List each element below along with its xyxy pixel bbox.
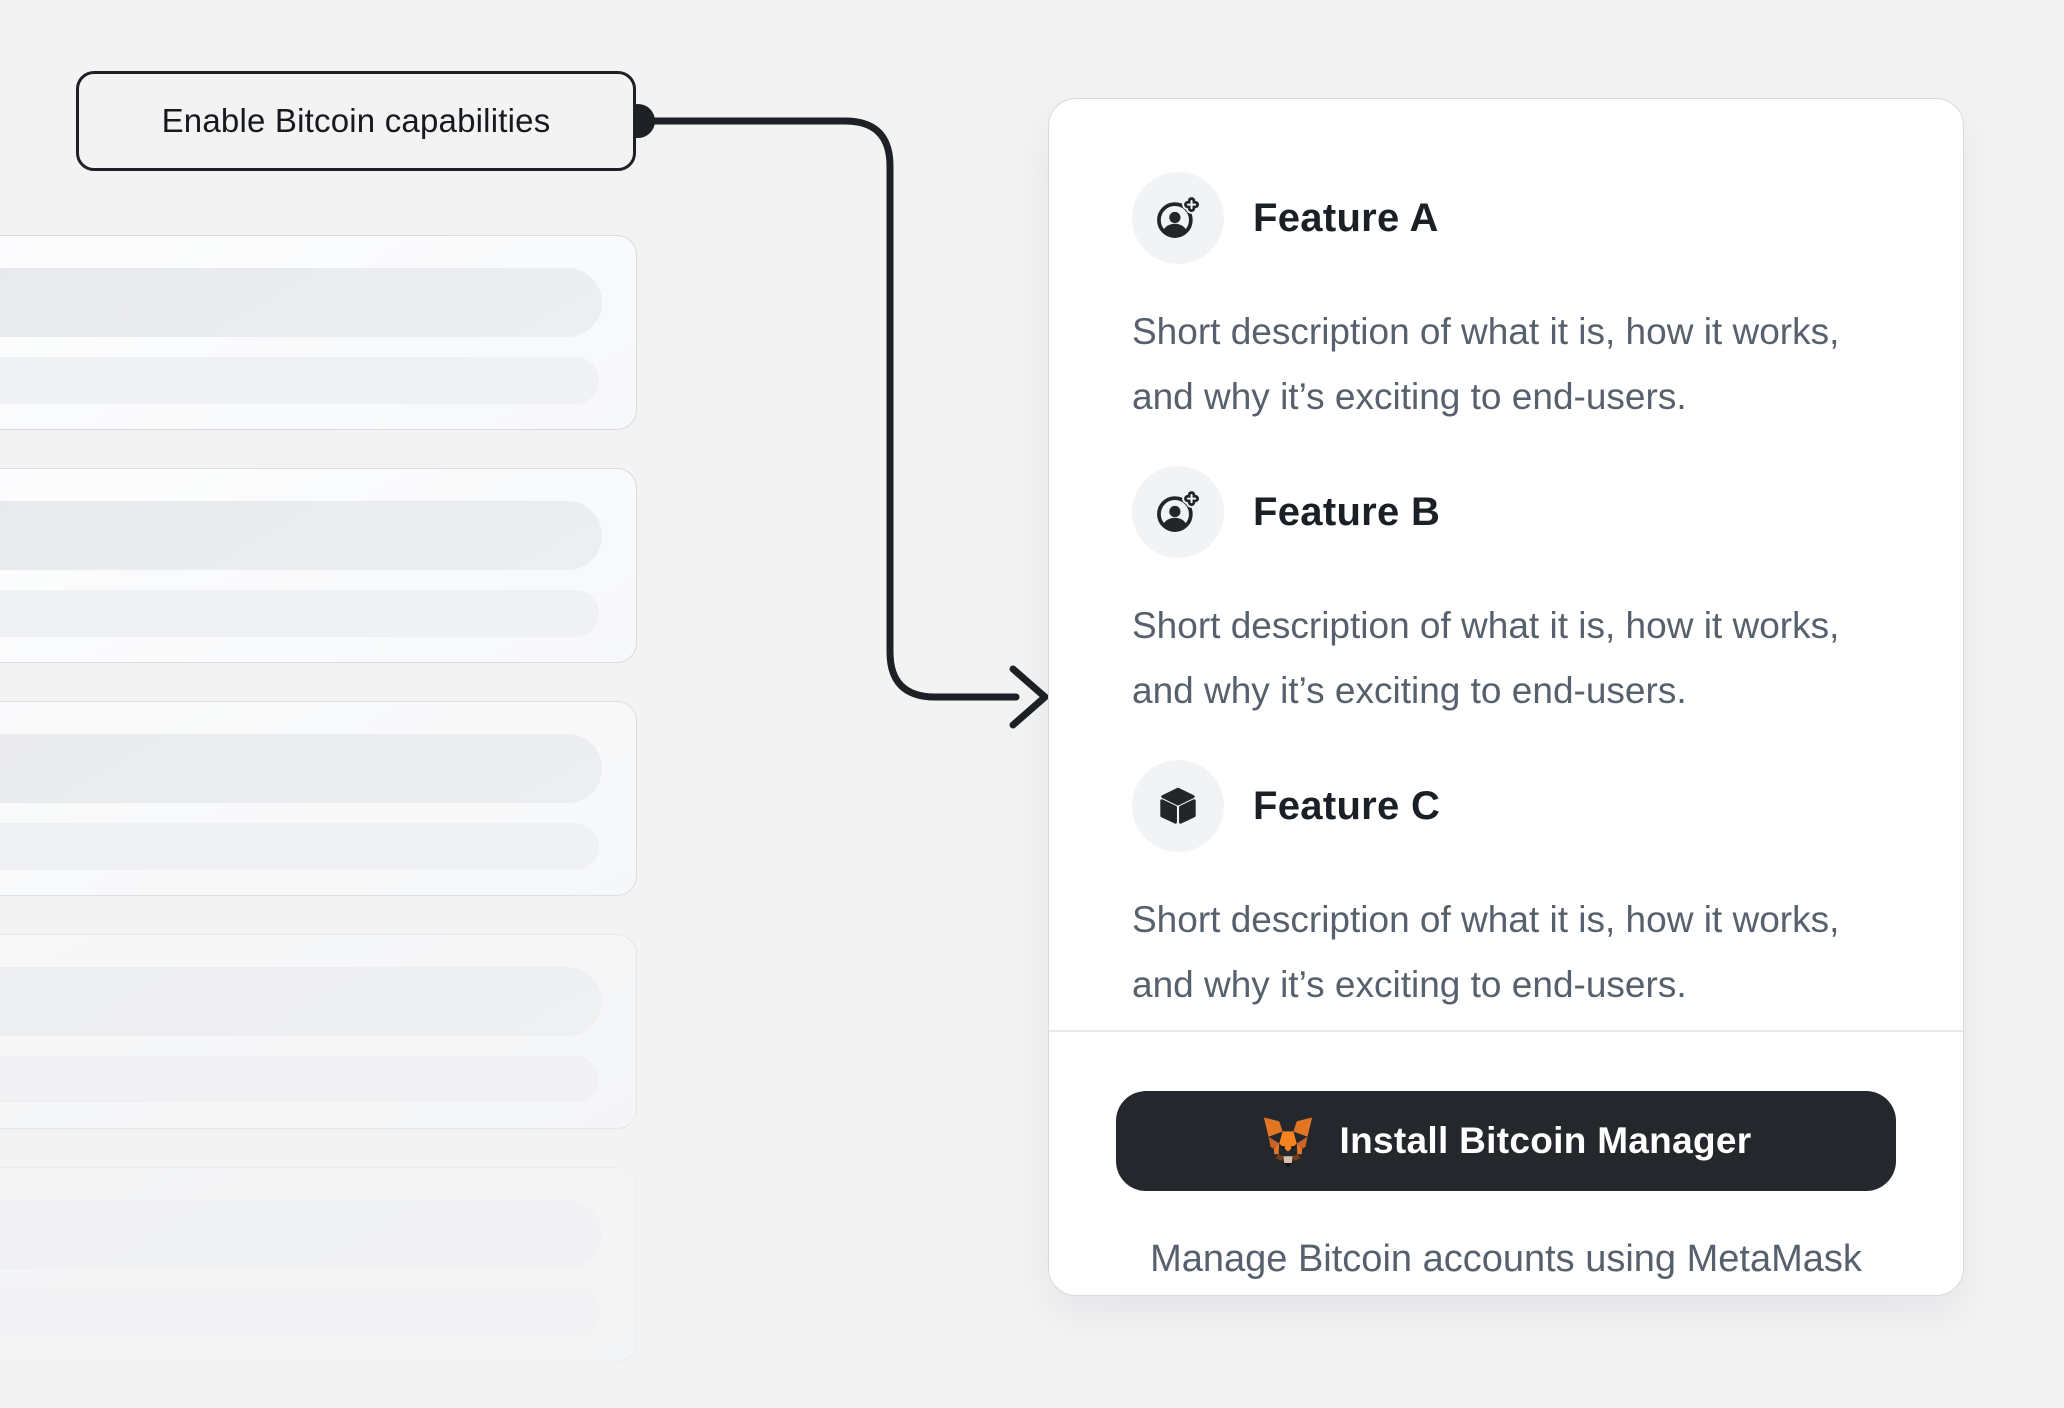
skeleton-bar — [0, 501, 602, 570]
feature-item-a: Feature A Short description of what it i… — [1132, 172, 1879, 429]
skeleton-card-list — [0, 235, 637, 1400]
annotation-label: Enable Bitcoin capabilities — [76, 71, 636, 171]
install-button-label: Install Bitcoin Manager — [1339, 1120, 1752, 1161]
feature-card-body: Feature A Short description of what it i… — [1049, 99, 1963, 1030]
feature-a-description: Short description of what it is, how it … — [1132, 311, 1840, 417]
skeleton-bar — [0, 1056, 599, 1103]
arrowhead-icon — [1009, 665, 1049, 729]
skeleton-bar — [0, 590, 599, 637]
skeleton-card — [0, 934, 637, 1129]
skeleton-bar — [0, 967, 602, 1036]
feature-b-title: Feature B — [1253, 489, 1441, 534]
feature-item-b: Feature B Short description of what it i… — [1132, 466, 1879, 723]
install-bitcoin-manager-button[interactable]: Install Bitcoin Manager — [1116, 1091, 1896, 1191]
feature-c-description: Short description of what it is, how it … — [1132, 899, 1840, 1005]
skeleton-bar — [0, 268, 602, 337]
footer-caption: Manage Bitcoin accounts using MetaMask — [1150, 1238, 1862, 1280]
feature-item-c: Feature C Short description of what it i… — [1132, 760, 1879, 1017]
feature-a-header: Feature A — [1132, 172, 1879, 264]
feature-c-title: Feature C — [1253, 783, 1441, 828]
skeleton-bar — [0, 357, 599, 404]
user-add-icon — [1132, 172, 1224, 264]
skeleton-card — [0, 1167, 637, 1362]
metamask-fox-icon — [1263, 1116, 1312, 1166]
cube-icon — [1132, 760, 1224, 852]
feature-b-description: Short description of what it is, how it … — [1132, 605, 1840, 711]
feature-a-title: Feature A — [1253, 195, 1439, 240]
feature-card: Feature A Short description of what it i… — [1048, 98, 1964, 1296]
feature-b-header: Feature B — [1132, 466, 1879, 558]
skeleton-bar — [0, 1200, 602, 1269]
skeleton-bar — [0, 823, 599, 870]
skeleton-card — [0, 235, 637, 430]
annotation-label-text: Enable Bitcoin capabilities — [161, 102, 551, 139]
skeleton-bar — [0, 1289, 599, 1336]
user-add-icon — [1132, 466, 1224, 558]
feature-c-header: Feature C — [1132, 760, 1879, 852]
skeleton-card — [0, 701, 637, 896]
skeleton-card — [0, 468, 637, 663]
feature-card-footer: Install Bitcoin Manager Manage Bitcoin a… — [1049, 1030, 1963, 1295]
skeleton-bar — [0, 734, 602, 803]
